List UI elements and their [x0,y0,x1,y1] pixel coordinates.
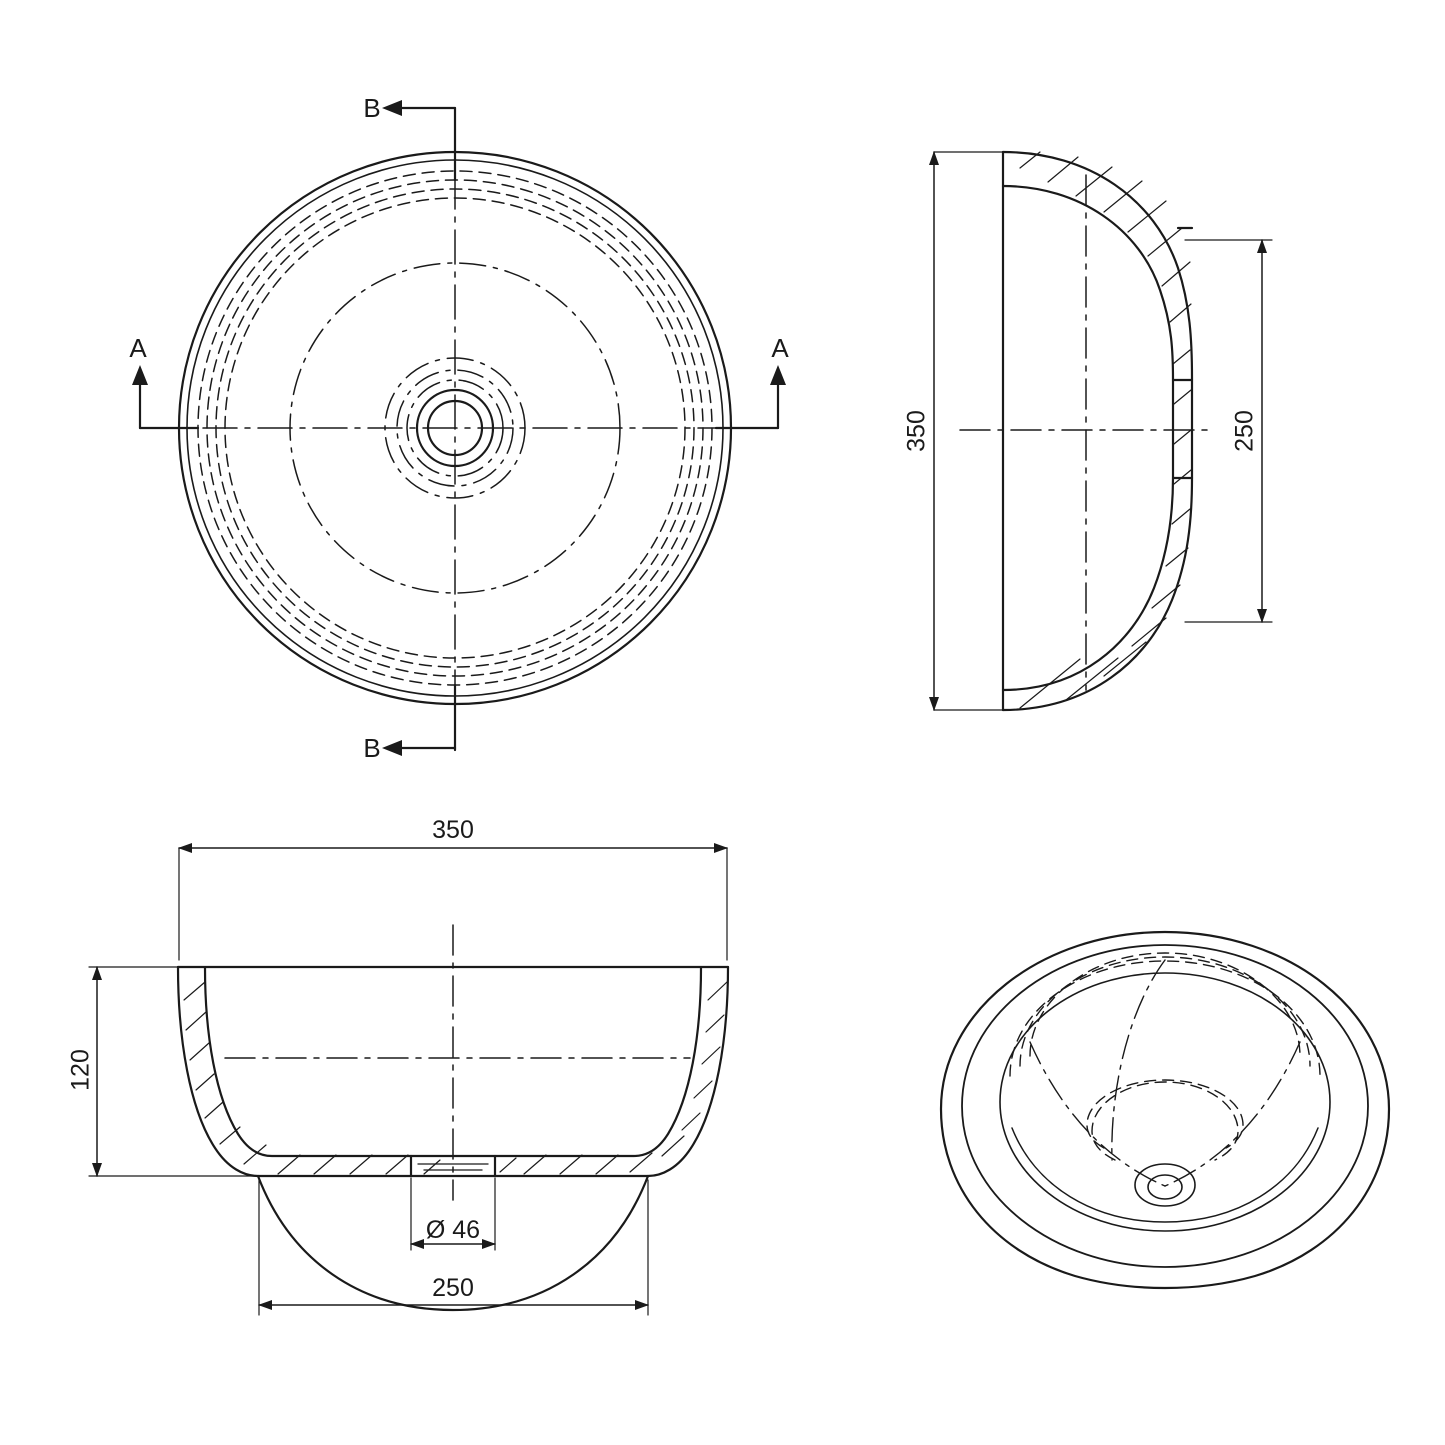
section-mark-label-b-bottom: B [363,733,380,763]
section-a-geometry [1001,150,1194,712]
dim-350-horizontal [178,843,728,961]
section-b-hatching [183,981,728,1175]
top-view-centerlines [147,119,766,741]
section-mark-b-bottom [382,683,457,756]
section-mark-b-top [382,100,457,182]
section-mark-a-left [132,365,200,430]
section-a-hatching [1019,151,1192,709]
dim-350-vertical [929,151,1006,711]
dim-diameter-46 [410,1177,496,1251]
dim-120-vertical [88,966,261,1177]
section-mark-label-a-left: A [129,333,147,363]
section-mark-label-a-right: A [771,333,789,363]
dim-250-horizontal [258,1179,649,1316]
dim-250-vertical [1184,239,1273,623]
iso-hidden-lines [1009,952,1321,1161]
dim-label-250-vertical: 250 [1231,410,1259,452]
section-b-centerlines [224,924,691,1201]
dim-label-diameter-46: Ø 46 [426,1216,480,1244]
dim-label-350-horizontal: 350 [432,816,474,844]
iso-view-geometry [939,930,1391,1290]
dim-label-120: 120 [67,1049,95,1091]
dim-label-250-horizontal: 250 [432,1274,474,1302]
dim-label-350-vertical: 350 [903,410,931,452]
section-mark-a-right [714,365,786,430]
iso-centerlines [1029,959,1301,1187]
section-a-centerlines [959,174,1216,691]
section-mark-label-b-top: B [363,93,380,123]
